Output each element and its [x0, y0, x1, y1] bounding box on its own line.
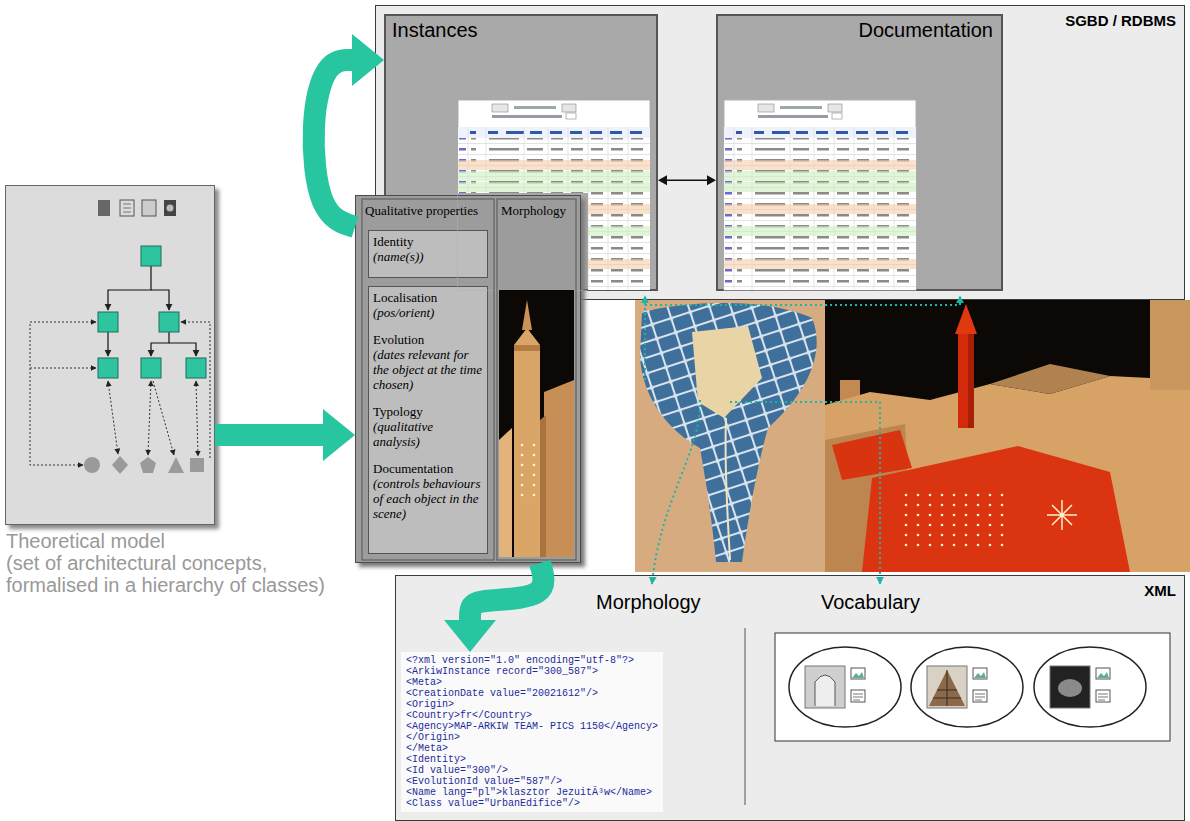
property-name: Localisation — [373, 290, 483, 305]
xml-line: <Agency>MAP-ARKIW TEAM- PICS 1150</Agenc… — [406, 721, 658, 732]
connector-line — [314, 60, 355, 227]
panel-label: SGBD / RDBMS — [1065, 12, 1176, 30]
property-name: Evolution — [373, 332, 483, 347]
property-note: (pos/orient) — [373, 305, 483, 320]
xml-line: <Origin> — [406, 699, 658, 710]
xml-line: </Origin> — [406, 732, 658, 743]
property-note: (qualitative analysis) — [373, 419, 483, 449]
properties-panel: Qualitative properties MorphologyIdentity… — [355, 195, 581, 563]
property-note: (name(s)) — [373, 249, 483, 264]
xml-line: </Meta> — [406, 743, 658, 754]
model-box: Theoretical model(set of architectural c… — [5, 185, 215, 525]
property-name: Typology — [373, 404, 483, 419]
green-arrow — [215, 409, 355, 461]
xml-line: <EvolutionId value="587"/> — [406, 776, 658, 787]
xml-line: <CreationDate value="20021612"/> — [406, 688, 658, 699]
city-map — [630, 295, 830, 575]
documentation-panel: Documentation — [716, 14, 1003, 291]
xml-panel: XML MorphologyVocabulary <?xml version="1.… — [395, 575, 1185, 821]
column-heading: Morphology — [501, 203, 575, 218]
property-box: Identity(name(s)) — [368, 230, 488, 278]
xml-line: <Name lang="pl">klasztor JezuitÃ³w</Name… — [406, 787, 658, 798]
panel-label: XML — [1144, 582, 1176, 600]
model-caption: (set of architectural concepts, formalis… — [6, 552, 336, 596]
property-name: Documentation — [373, 461, 483, 476]
connector-line — [215, 424, 323, 446]
xml-line: <?xml version="1.0" encoding="utf-8"?> — [406, 655, 658, 666]
link-lines — [645, 296, 960, 584]
panel-title: Instances — [392, 18, 478, 42]
section-title: Morphology — [596, 590, 821, 614]
model-title: Theoretical model — [6, 530, 336, 552]
panel-title: Documentation — [858, 18, 993, 42]
property-name: Identity — [373, 234, 483, 249]
xml-line: <Identity> — [406, 754, 658, 765]
property-note: (controls behaviours of each object in t… — [373, 476, 483, 521]
column-heading: Qualitative properties — [365, 203, 491, 218]
city-render — [825, 300, 1190, 572]
xml-code-block: <?xml version="1.0" encoding="utf-8"?><A… — [401, 652, 663, 812]
xml-line: <ArkiwInstance record="300_587"> — [406, 666, 658, 677]
property-box: Localisation(pos/orient) Evolution(dates … — [368, 286, 488, 554]
xml-line: <Country>fr</Country> — [406, 710, 658, 721]
xml-line: <Id value="300"/> — [406, 765, 658, 776]
section-title: Vocabulary — [821, 590, 920, 614]
xml-line: <Meta> — [406, 677, 658, 688]
property-note: (dates relevant for the object at the ti… — [373, 347, 483, 392]
arrow-head — [323, 409, 355, 461]
xml-line: <Class value="UrbanEdifice"/> — [406, 798, 658, 809]
